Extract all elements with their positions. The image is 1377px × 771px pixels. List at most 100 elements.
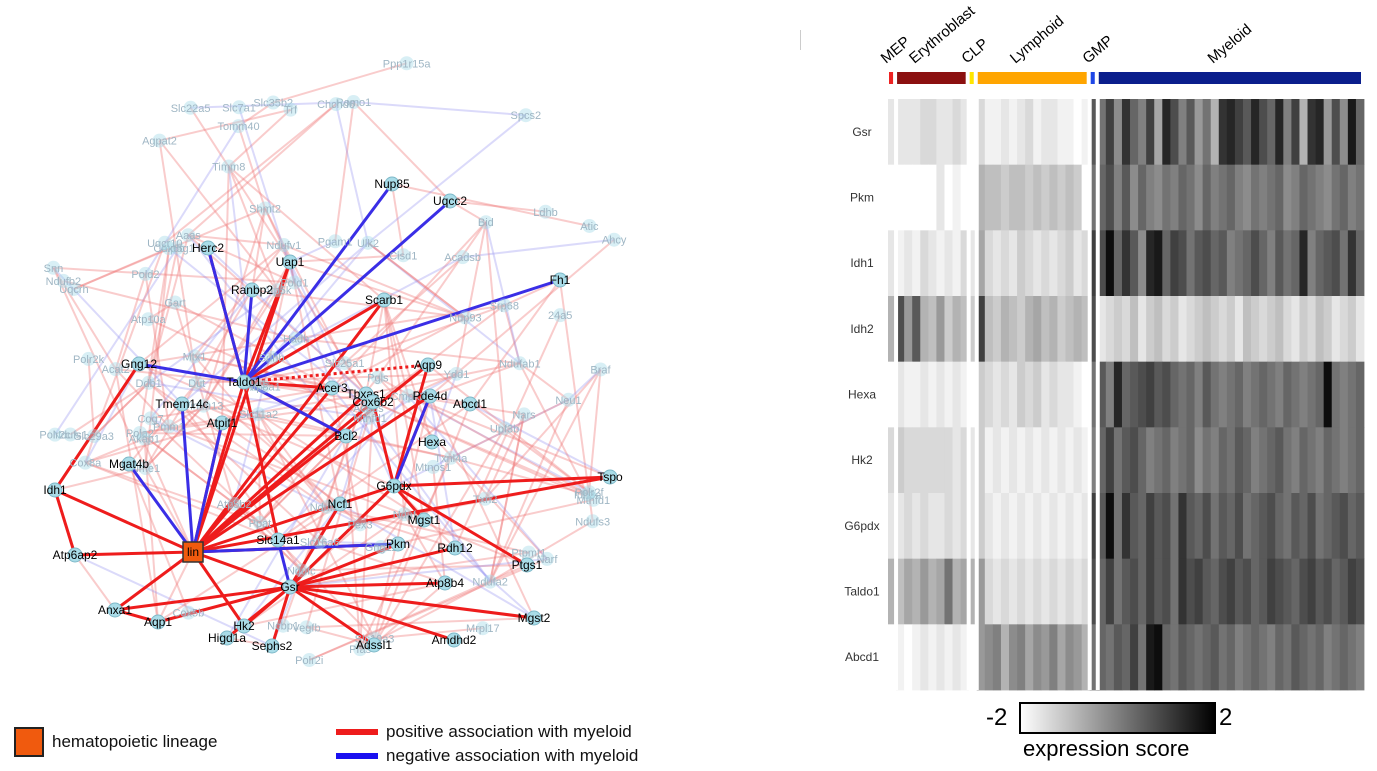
heatmap-cell	[968, 361, 978, 428]
background-edge	[484, 221, 521, 364]
heatmap-cell	[904, 558, 913, 625]
heatmap-cell	[1033, 558, 1042, 625]
gene-node-label: Atp6ap2	[53, 548, 98, 562]
heatmap-cell	[1049, 558, 1058, 625]
heatmap-cell	[1154, 493, 1163, 560]
gene-node-label: Fh1	[550, 273, 571, 287]
background-edge	[367, 304, 505, 409]
positive-edge	[192, 475, 611, 554]
group-label: Myeloid	[1205, 21, 1256, 67]
positive-swatch	[336, 729, 378, 735]
background-edge	[187, 103, 337, 236]
background-edge	[588, 369, 602, 493]
heatmap-cell	[896, 427, 905, 494]
heatmap-cell	[936, 361, 945, 428]
background-node	[363, 410, 378, 425]
heatmap-cell	[1339, 558, 1349, 625]
heatmap-cell	[1355, 624, 1365, 691]
heatmap-cell	[1000, 427, 1010, 494]
heatmap-cell	[1283, 296, 1292, 363]
heatmap-cell	[1347, 296, 1357, 363]
negative-edge	[127, 463, 195, 553]
heatmap-cell	[1130, 558, 1139, 625]
background-node-label: Sdhb	[259, 353, 285, 365]
heatmap-cell	[1186, 296, 1195, 363]
background-edge	[380, 513, 406, 548]
heatmap-cell	[1226, 230, 1236, 297]
background-edge	[238, 106, 296, 283]
heatmap-cell	[1146, 99, 1155, 166]
background-node-label: Idh3a	[574, 489, 602, 501]
heatmap-cell	[1057, 493, 1066, 560]
heatmap-cell	[1307, 296, 1316, 363]
heatmap-cell	[1267, 296, 1276, 363]
heatmap-cell	[936, 296, 945, 363]
background-node-label: Tomm40	[217, 121, 259, 133]
heatmap-cell	[1331, 361, 1341, 428]
gene-node	[282, 254, 298, 270]
background-node-label: Polr2k	[73, 354, 105, 366]
heatmap-cell	[1251, 624, 1260, 691]
heatmap-cell	[1138, 624, 1147, 691]
positive-edge	[53, 363, 141, 491]
heatmap-cell	[896, 164, 905, 231]
heatmap-cell	[1331, 558, 1341, 625]
heatmap-cell	[1259, 164, 1268, 231]
gene-node	[282, 579, 298, 595]
gene-node-label: Hexa	[418, 435, 446, 449]
background-node	[251, 407, 266, 422]
heatmap-cell	[1355, 164, 1365, 231]
heatmap-cell	[952, 230, 962, 297]
heatmap-cell	[1049, 296, 1058, 363]
heatmap-cell	[992, 230, 1002, 297]
gene-node-label: Mgat4b	[109, 457, 149, 471]
heatmap-cell	[1194, 558, 1204, 625]
background-edge	[73, 207, 266, 290]
gene-node	[376, 292, 392, 308]
background-edge	[74, 554, 116, 611]
heatmap-cell	[1025, 427, 1034, 494]
background-edge	[289, 240, 336, 263]
background-node	[312, 534, 327, 549]
heatmap-cell	[1283, 624, 1292, 691]
background-edge	[296, 337, 520, 365]
background-node	[189, 375, 204, 390]
background-node	[328, 234, 343, 249]
heatmap-cell	[1178, 493, 1187, 560]
background-edge	[429, 395, 456, 549]
background-node	[46, 260, 61, 275]
heatmap-cell	[1226, 99, 1236, 166]
background-node-label: Mtx1	[183, 351, 207, 363]
background-edge	[93, 382, 150, 437]
heatmap-cell	[1097, 296, 1107, 363]
gene-node	[420, 357, 436, 373]
heatmap-cell	[1081, 296, 1091, 363]
heatmap-cell	[888, 361, 897, 428]
heatmap-cell	[1323, 558, 1333, 625]
background-node	[137, 431, 152, 446]
heatmap-cell	[888, 493, 897, 560]
heatmap-cell	[1057, 296, 1066, 363]
background-node	[132, 425, 147, 440]
background-edge	[221, 166, 230, 424]
background-edge	[391, 183, 590, 227]
heatmap-cell	[1025, 558, 1034, 625]
heatmap-cell	[1178, 230, 1187, 297]
background-node-label: Atp5k	[263, 285, 292, 297]
background-edge	[144, 404, 205, 469]
negative-edge	[276, 539, 292, 588]
heatmap-cell	[1283, 99, 1292, 166]
background-edge	[353, 101, 526, 117]
heatmap-cell	[1146, 296, 1155, 363]
heatmap-cell	[1049, 99, 1058, 166]
heatmap-cell	[1331, 624, 1341, 691]
heatmap-cell	[1033, 493, 1042, 560]
background-node-label: Atp5b2	[217, 499, 252, 511]
background-node	[497, 298, 512, 313]
background-node-label: Slc11a2	[239, 409, 278, 421]
background-node	[329, 97, 344, 112]
background-edge	[148, 381, 371, 419]
background-node	[66, 281, 81, 296]
heatmap-cell	[1081, 558, 1091, 625]
heatmap-cell	[912, 230, 921, 297]
